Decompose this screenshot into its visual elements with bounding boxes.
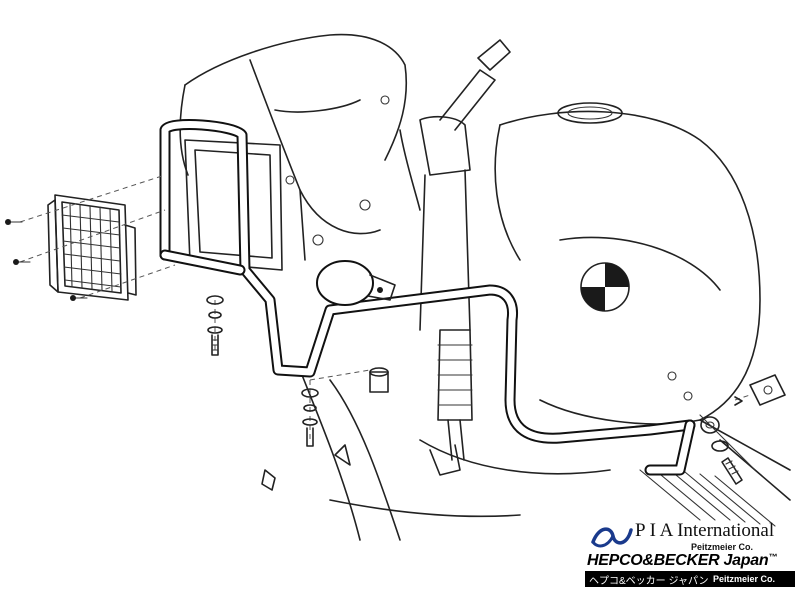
logo-japan-bar <box>585 571 795 587</box>
logo-tm: ™ <box>768 552 778 562</box>
logo-pia-text: P I A International <box>635 520 775 541</box>
turn-signal <box>316 260 396 306</box>
fuel-tank <box>494 102 761 425</box>
logo-japanese-text: ヘプコ&ベッカー ジャパン <box>589 576 709 587</box>
shock-absorber <box>429 329 473 476</box>
crash-bar <box>159 119 696 476</box>
logo-hepco-becker-text: HEPCO&BECKER Japan™ <box>587 552 777 570</box>
fairing <box>179 33 408 261</box>
mounting-hardware-left <box>206 295 224 356</box>
handlebar-fork <box>399 39 511 331</box>
headlight-housing <box>184 139 283 271</box>
headlight-grille <box>47 194 137 301</box>
logo-peitzmeier-text-2: Peitzmeier Co. <box>713 574 776 584</box>
logo-hepco-label: HEPCO&BECKER Japan <box>587 552 769 569</box>
mounting-hardware-center <box>261 367 389 491</box>
logo-peitzmeier-text: Peitzmeier Co. <box>691 542 754 552</box>
mounting-hardware-right <box>699 374 786 485</box>
company-logo: P I A International Peitzmeier Co. HEPCO… <box>585 518 797 588</box>
grille-screws <box>5 174 176 301</box>
pia-swoosh-icon <box>591 527 633 548</box>
frame-lines <box>299 369 791 541</box>
